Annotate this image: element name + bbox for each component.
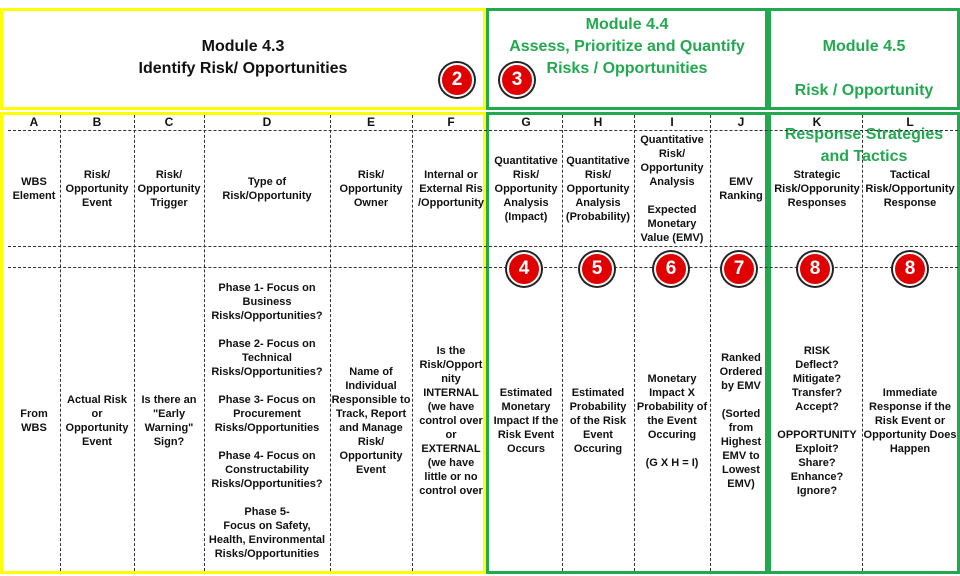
- step-badge-8-strategic: 8: [798, 252, 832, 286]
- column-letter-k: K: [812, 115, 822, 129]
- module-4-5-line3: Response Strategies and Tactics: [784, 126, 944, 165]
- column-body-c: Is there an "Early Warning" Sign?: [141, 393, 197, 448]
- column-header-i: Quantitative Risk/ Opportunity Analysis …: [640, 133, 704, 244]
- grid-line-body: [8, 267, 958, 268]
- column-body-k: RISK Deflect? Mitigate? Transfer? Accept…: [777, 344, 857, 497]
- module-4-4-header-frame: [486, 8, 768, 110]
- column-body-h: Estimated Probability of the Risk Event …: [569, 386, 627, 455]
- grid-column-divider: [862, 115, 863, 571]
- column-letter-a: A: [29, 115, 39, 129]
- module-4-3-header-frame: [0, 8, 486, 110]
- column-letter-i: I: [670, 115, 674, 129]
- step-badge-8-tactical: 8: [893, 252, 927, 286]
- grid-column-divider: [412, 115, 413, 571]
- column-header-a: WBS Element: [12, 175, 56, 202]
- grid-column-divider: [60, 115, 61, 571]
- column-body-b: Actual Risk or Opportunity Event: [65, 393, 129, 448]
- module-4-5-title: Module 4.5 Risk / Opportunity Response S…: [768, 14, 960, 190]
- column-body-d: Phase 1- Focus on Business Risks/Opportu…: [208, 281, 326, 560]
- column-body-e: Name of Individual Responsible to Track,…: [331, 365, 411, 476]
- module-4-4-line2: Assess, Prioritize and Quantify: [509, 38, 745, 55]
- column-body-f: Is the Risk/Opport nity INTERNAL (we hav…: [419, 344, 483, 497]
- column-body-i: Monetary Impact X Probability of the Eve…: [636, 372, 708, 469]
- module-4-5-header-frame: [768, 8, 960, 110]
- grid-column-divider: [634, 115, 635, 571]
- grid-column-divider: [710, 115, 711, 571]
- column-letter-d: D: [262, 115, 272, 129]
- grid-column-divider: [562, 115, 563, 571]
- column-letter-l: L: [906, 115, 914, 129]
- module-4-4-line3: Risks / Opportunities: [546, 60, 708, 77]
- step-badge-3: 3: [500, 63, 534, 97]
- column-header-f: Internal or External Ris /Opportunity: [418, 168, 484, 209]
- module-4-3-line2: Identify Risk/ Opportunities: [138, 60, 348, 77]
- column-header-e: Risk/ Opportunity Owner: [339, 168, 403, 209]
- column-header-j: EMV Ranking: [719, 175, 763, 202]
- column-letter-c: C: [164, 115, 174, 129]
- module-4-3-title: Module 4.3 Identify Risk/ Opportunities: [0, 36, 486, 80]
- grid-line-letters: [8, 130, 958, 131]
- column-letter-j: J: [737, 115, 745, 129]
- module-4-4-table-frame: [486, 112, 768, 574]
- grid-column-divider: [330, 115, 331, 571]
- column-header-d: Type of Risk/Opportunity: [222, 175, 312, 202]
- module-4-5-table-frame: [768, 112, 960, 574]
- column-header-c: Risk/ Opportunity Trigger: [137, 168, 201, 209]
- column-header-b: Risk/ Opportunity Event: [65, 168, 129, 209]
- column-letter-h: H: [593, 115, 603, 129]
- column-body-l: Immediate Response if the Risk Event or …: [863, 386, 957, 455]
- grid-column-divider: [134, 115, 135, 571]
- module-4-4-line1: Module 4.4: [585, 16, 669, 33]
- step-badge-4: 4: [507, 252, 541, 286]
- step-badge-7: 7: [722, 252, 756, 286]
- step-badge-5: 5: [580, 252, 614, 286]
- column-header-k: Strategic Risk/Opporunity Responses: [774, 168, 860, 209]
- column-header-l: Tactical Risk/Opportunity Response: [865, 168, 955, 209]
- column-body-a: From WBS: [20, 407, 48, 434]
- module-4-5-line1: Module 4.5: [822, 38, 906, 55]
- module-4-3-line1: Module 4.3: [201, 38, 285, 55]
- step-badge-6: 6: [654, 252, 688, 286]
- module-4-4-title: Module 4.4 Assess, Prioritize and Quanti…: [486, 14, 768, 80]
- column-header-h: Quantitative Risk/ Opportunity Analysis …: [565, 154, 631, 223]
- column-letter-f: F: [447, 115, 455, 129]
- column-header-g: Quantitative Risk/ Opportunity Analysis …: [494, 154, 558, 223]
- module-4-5-line2: Risk / Opportunity: [794, 82, 934, 99]
- column-body-g: Estimated Monetary Impact If the Risk Ev…: [493, 386, 559, 455]
- column-letter-b: B: [92, 115, 102, 129]
- grid-line-header: [8, 246, 958, 247]
- grid-column-divider: [204, 115, 205, 571]
- step-badge-2: 2: [440, 63, 474, 97]
- column-letter-g: G: [521, 115, 531, 129]
- column-letter-e: E: [366, 115, 375, 129]
- column-body-j: Ranked Ordered by EMV (Sorted from Highe…: [719, 351, 763, 490]
- module-4-3-table-frame: [0, 112, 486, 574]
